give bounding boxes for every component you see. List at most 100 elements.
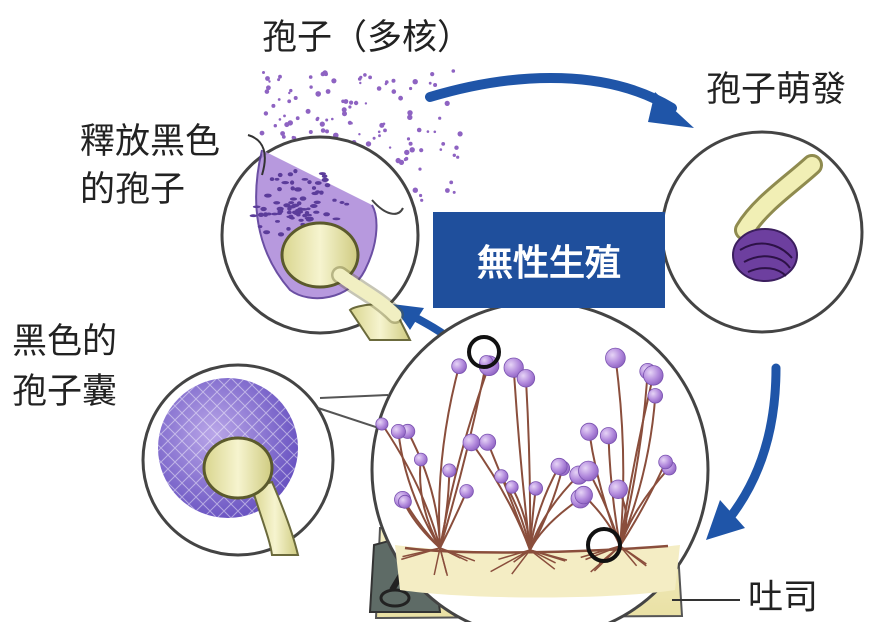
spore-dot	[325, 89, 331, 94]
sporangium-head	[528, 481, 544, 496]
spore-dot	[452, 153, 456, 157]
released-spore	[277, 209, 284, 214]
spore-dot	[273, 124, 277, 128]
released-spore	[307, 180, 312, 185]
released-spore	[290, 186, 295, 191]
spore-dot	[409, 147, 415, 153]
hypha	[470, 441, 531, 551]
spore-dot	[315, 117, 319, 122]
spore-dot	[308, 75, 313, 79]
spore-dot	[277, 78, 281, 82]
spore-dot	[359, 81, 362, 85]
released-spore	[271, 212, 279, 216]
hypha	[524, 378, 532, 551]
spore-dot	[430, 72, 435, 77]
sporangium-head	[451, 358, 467, 375]
spore-dot	[287, 99, 292, 104]
sporangium-head	[462, 433, 481, 452]
released-spore	[294, 187, 302, 192]
sporangium-bursting-icon	[220, 135, 420, 341]
released-spore	[339, 201, 345, 204]
spore-dot	[263, 111, 269, 116]
sporangium-head	[390, 423, 406, 439]
hypha	[619, 395, 657, 547]
sporangium-head	[599, 427, 618, 445]
spore-dot	[439, 148, 443, 151]
asexual-reproduction-box: 無性生殖	[433, 212, 665, 308]
arrow-right-down	[723, 363, 781, 525]
spore-dot	[433, 130, 437, 134]
hypha	[438, 365, 461, 549]
label-sporangium-line1: 黑色的	[12, 322, 118, 362]
spore-dot	[368, 75, 372, 80]
released-spore	[289, 197, 298, 201]
sporangium-head	[608, 479, 628, 500]
released-spore	[287, 172, 294, 177]
sporangium-head	[442, 463, 457, 478]
spore-dot	[331, 78, 337, 84]
hypha	[512, 367, 531, 551]
sporangium-head	[605, 347, 626, 369]
sporangium-head	[550, 457, 568, 475]
spore-dot	[451, 69, 456, 73]
released-spore	[265, 212, 272, 216]
spore-dot	[349, 100, 354, 105]
spore-dot	[281, 135, 286, 139]
spore-dot	[320, 128, 326, 133]
released-spore	[252, 205, 261, 209]
released-spore	[304, 216, 312, 220]
released-spore	[311, 191, 319, 196]
spore-dot	[341, 107, 347, 113]
germinating-spore-icon	[660, 130, 864, 334]
spore-dot	[353, 100, 359, 106]
released-spore	[274, 177, 280, 181]
released-spore	[273, 201, 281, 205]
sporangium-head	[505, 480, 519, 494]
stolon	[404, 544, 669, 554]
spore-dot	[412, 79, 418, 85]
spore-dot	[319, 121, 325, 127]
spore-dot	[426, 130, 430, 133]
spore-dot	[412, 187, 418, 193]
spore-dot	[408, 141, 413, 146]
spore-dot	[409, 86, 413, 91]
released-spore	[321, 177, 329, 182]
spore-dot	[262, 71, 265, 74]
label-spores-multinucleate: 孢子（多核）	[262, 18, 473, 58]
spore-dot	[293, 96, 298, 100]
spore-dot	[404, 149, 410, 156]
released-spore	[277, 232, 285, 237]
released-spore	[314, 181, 322, 185]
sporangium-head	[397, 494, 412, 509]
spore-dot	[420, 198, 424, 202]
released-spore	[269, 177, 275, 182]
released-spore	[277, 187, 282, 192]
spore-dot	[295, 116, 300, 121]
released-spore	[313, 210, 320, 214]
released-spore	[275, 220, 280, 223]
hypha	[614, 357, 625, 547]
spore-dot	[428, 81, 432, 85]
label-release-line1: 釋放黑色	[80, 122, 221, 162]
sporangium-head	[578, 460, 599, 482]
released-spore	[260, 206, 267, 212]
spore-dot	[419, 148, 424, 153]
released-spore	[281, 181, 290, 185]
label-bread: 吐司	[748, 578, 819, 618]
spore-dot	[416, 127, 422, 133]
released-spore	[286, 215, 293, 219]
released-spore	[257, 225, 263, 229]
hypha	[439, 361, 488, 549]
released-spore	[304, 213, 312, 217]
spore-dot	[348, 105, 352, 109]
spore-dot	[438, 116, 442, 120]
spore-dot	[325, 129, 329, 134]
released-spore	[298, 218, 304, 222]
hypha	[619, 371, 649, 547]
spore-dot	[445, 188, 450, 193]
spore-dot	[398, 95, 403, 101]
rhizoid	[511, 549, 531, 575]
arrow-top-right	[425, 72, 677, 113]
sporangium-head	[494, 469, 509, 484]
spore-dot	[342, 111, 347, 117]
